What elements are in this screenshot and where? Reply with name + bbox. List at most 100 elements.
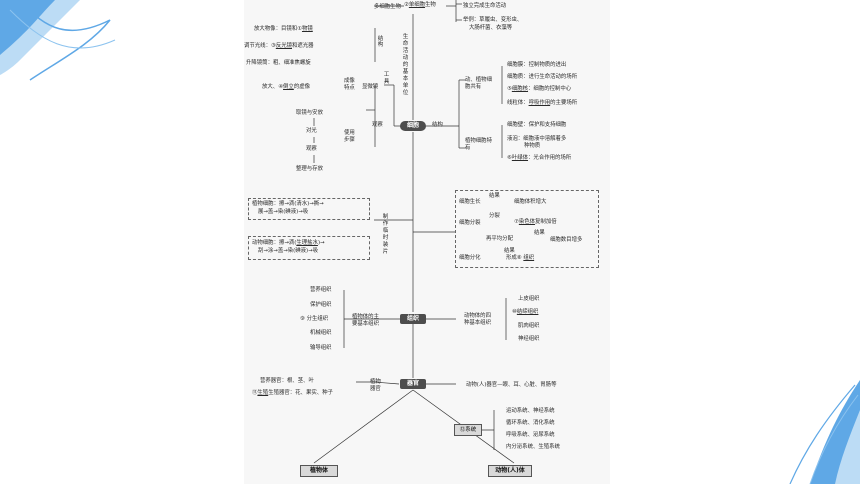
plant-tissue-4: 机械组织 [310, 330, 332, 336]
grow-result-tag: 结果 [489, 193, 500, 199]
system-item-1: 运动系统、神经系统 [506, 408, 555, 414]
plant-title: 植物细胞特有 [465, 138, 492, 151]
animal-tissue-4: 神经组织 [518, 336, 540, 342]
organ-node: 器官 [400, 379, 426, 389]
blank-number-4: ④ [278, 84, 284, 90]
veg-organ: 营养器官：根、茎、叶 [260, 378, 314, 384]
inverted-answer: 倒立 [283, 84, 294, 90]
cell-node: 细胞 [400, 121, 426, 131]
respiration-answer: 呼吸作用 [528, 100, 551, 106]
chloroplast-answer: 叶绿体 [511, 155, 529, 161]
example-text: 举例：草履虫、变形虫、 [463, 17, 523, 23]
animal-tissue-1: 上皮组织 [518, 296, 540, 302]
blank-number-6: ⑥ [507, 155, 512, 161]
blank-number-7: ⑦ [514, 219, 519, 225]
animal-organ: 动物(人)器官—眼、耳、心脏、胃肠等 [466, 382, 557, 388]
blank-number-5: ⑤ [507, 86, 512, 92]
system-item-2: 循环系统、消化系统 [506, 420, 555, 426]
grow-label: 细胞生长 [459, 199, 481, 205]
plant-tissue-3: ⑨ 分生组织 [300, 316, 329, 322]
concept-map: 多细胞生物 ②单细胞生物 独立完成生命活动 举例：草履虫、变形虫、 大肠杆菌、衣… [244, 0, 610, 484]
tissue-node: 组织 [400, 314, 426, 324]
unicell-answer: 单细胞 [408, 2, 426, 8]
image-item: 放大、④倒立的虚像 [262, 84, 311, 90]
organism-label: 生物 [425, 2, 436, 8]
basic-unit-vertical-label: 生命活动的基本单位 [402, 34, 409, 96]
form-tissue: 形成⑧ 组织 [506, 255, 535, 261]
plant-tissue-1: 营养组织 [310, 287, 332, 293]
multicell-label: 多细胞生物 [374, 4, 401, 10]
diff-result-tag: 结果 [504, 248, 515, 254]
divide-tag: 分裂 [489, 213, 500, 219]
system-item-4: 内分泌系统、生殖系统 [506, 444, 560, 450]
example-text-2: 大肠杆菌、衣藻等 [469, 25, 513, 31]
chromosome-item: ⑦染色体复制加倍 [514, 219, 557, 225]
use-steps-label: 使用步骤 [344, 130, 355, 143]
step-1: 取镜与安放 [296, 110, 323, 116]
animal-slide-line-1: 动物细胞：擦→滴(生理盐水)→ [252, 240, 325, 246]
cell-structure-label: 结构 [432, 122, 443, 128]
focus-item: 升降镜筒：粗、细准焦螺旋 [246, 60, 311, 66]
number-result-tag: 结果 [534, 230, 545, 236]
plant-slide-line-1: 植物细胞：擦→滴(清水)→撕→ [252, 201, 324, 207]
chromosome-answer: 染色体 [518, 219, 536, 225]
chloroplast-item: ⑥叶绿体：光合作用的场所 [507, 155, 572, 161]
animal-slide-line-2: 刮→涂→盖→染(碘液)→吸 [258, 248, 319, 254]
animal-tissue-main: 动物体的四 [464, 313, 491, 319]
divide-label: 细胞分裂 [459, 220, 481, 226]
wall-item: 细胞壁：保护和支持细胞 [507, 122, 567, 128]
grow-result: 细胞体积增大 [514, 199, 547, 205]
blank-number-11: ⑪ [252, 390, 258, 396]
plant-tissue-2: 保护组织 [310, 302, 332, 308]
bottom-right-decoration [789, 380, 860, 484]
system-node: ⑫系统 [454, 424, 482, 436]
saline-answer: 生理盐水 [296, 240, 318, 246]
structure-label: 结构 [377, 36, 384, 48]
animal-body-node: 动物(人)体 [488, 465, 532, 477]
animal-tissue-2: ⑩结缔组织 [512, 309, 539, 315]
observe-label: 观察 [372, 122, 383, 128]
nucleus-answer: 细胞核 [511, 86, 529, 92]
blank-number-9: ⑨ [300, 316, 305, 322]
plant-tissue-5: 输导组织 [310, 345, 332, 351]
cytoplasm-item: 细胞质：进行生命活动的场所 [507, 74, 578, 80]
tissue-answer: 组织 [523, 255, 535, 261]
microscope-label: 显微镜 [362, 84, 379, 90]
plant-tissue-main: 植物体的主 [352, 314, 379, 320]
vacuole-item-2: 种物质 [524, 143, 541, 149]
top-left-decoration [0, 0, 116, 81]
vacuole-item: 液泡：细胞液中溶解着多 [507, 136, 567, 142]
blank-number-3: ③ [270, 43, 276, 49]
objective-answer: 物镜 [301, 26, 313, 32]
plant-tissue-main-2: 要基本组织 [352, 321, 379, 327]
mito-item: 线粒体：呼吸作用的主要场所 [507, 100, 578, 106]
plant-organ-label: 植物器官 [370, 379, 381, 392]
reproductive-answer: 生殖 [257, 390, 269, 396]
reflector-answer: 反光镜 [275, 43, 292, 49]
animal-slide-box [248, 236, 370, 260]
animal-tissue-main-2: 种基本组织 [464, 320, 491, 326]
magnify-item: 放大物像：目镜和①物镜 [254, 26, 313, 32]
blank-number-10: ⑩ [512, 309, 517, 315]
unicell-blank: ②单细胞生物 [404, 2, 436, 9]
step-4: 整理与存放 [296, 166, 323, 172]
imaging-feature-label: 成像特点 [344, 78, 355, 91]
light-item: 调节光线：③反光镜和遮光器 [244, 43, 314, 49]
rep-organ: ⑪生殖生殖器官：花、果实、种子 [252, 390, 333, 396]
independent-life-text: 独立完成生命活动 [463, 3, 507, 9]
membrane-item: 细胞膜：控制物质的进出 [507, 62, 567, 68]
step-2: 对光 [306, 128, 317, 134]
make-slide-label: 制作临时装片 [382, 214, 389, 255]
blank-number-2: ② [404, 2, 409, 8]
system-item-3: 呼吸系统、泌尿系统 [506, 432, 555, 438]
number-result: 细胞数目增多 [550, 237, 583, 243]
animal-tissue-3: 肌肉组织 [518, 323, 540, 329]
equal-distribution: 再平均分配 [486, 236, 513, 242]
cell-growth-box [455, 190, 599, 268]
common-title: 动、植物细胞共有 [465, 77, 492, 90]
plant-slide-box [248, 198, 370, 220]
nucleus-item: ⑤细胞核：细胞的控制中心 [507, 86, 572, 92]
step-3: 观察 [306, 146, 317, 152]
plant-body-node: 植物体 [300, 465, 338, 477]
tool-label: 工具 [383, 72, 390, 85]
